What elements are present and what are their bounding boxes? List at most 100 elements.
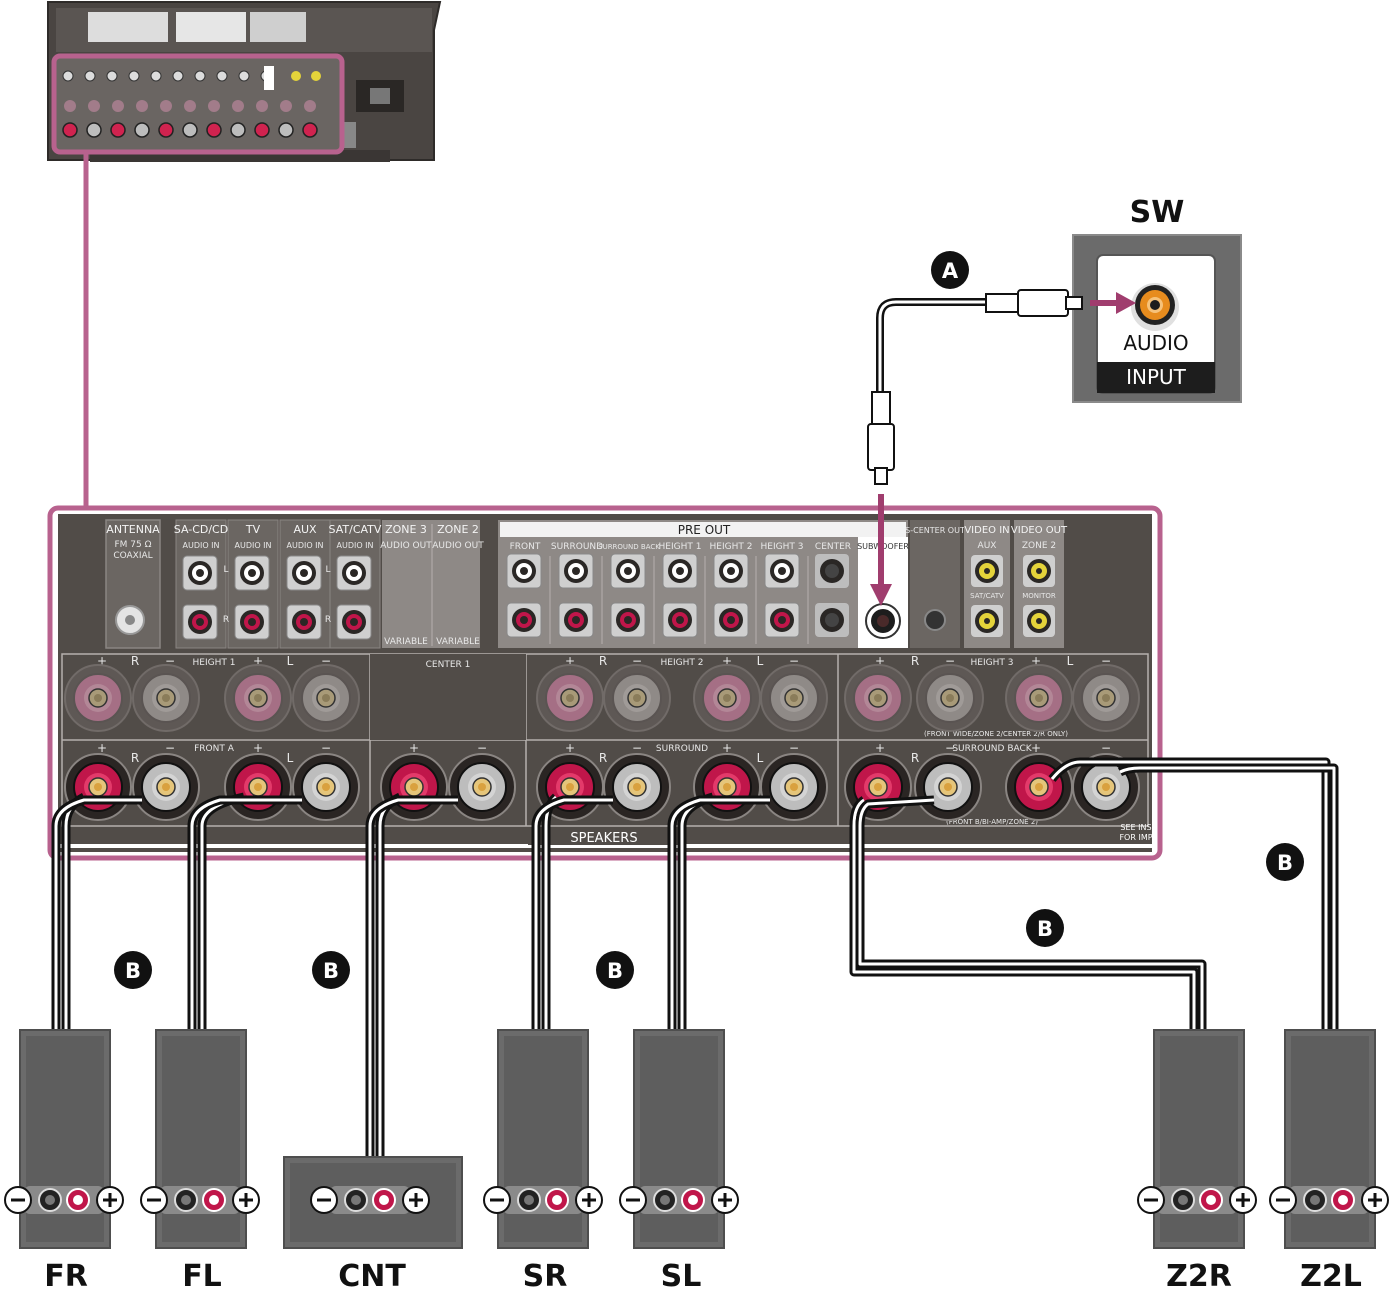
- audio-in-jack-l[interactable]: [182, 555, 218, 591]
- speaker-label: CNT: [338, 1259, 406, 1294]
- svg-text:AUDIO IN: AUDIO IN: [286, 541, 323, 550]
- speaker-terminal-positive[interactable]: [66, 1188, 90, 1212]
- thumb-rca: [106, 70, 118, 82]
- thumb-rca: [128, 70, 140, 82]
- antenna-label: ANTENNA: [106, 523, 160, 536]
- pre-out-jack-r[interactable]: [764, 602, 800, 638]
- video-jack[interactable]: [1023, 555, 1055, 587]
- svg-text:AUX: AUX: [978, 541, 997, 551]
- height-terminal[interactable]: [844, 664, 912, 732]
- speaker-label: Z2L: [1300, 1259, 1362, 1294]
- minus-sign-icon: [1137, 1186, 1165, 1214]
- speaker-terminal-positive[interactable]: [681, 1188, 705, 1212]
- speaker-terminal-positive[interactable]: [372, 1188, 396, 1212]
- svg-text:SURROUND BACK: SURROUND BACK: [598, 543, 660, 551]
- terminal-sign: +: [565, 654, 575, 668]
- audio-in-group-label: SA-CD/CD: [174, 523, 228, 536]
- speaker-terminal-negative[interactable]: [1303, 1188, 1327, 1212]
- speaker-terminal[interactable]: [132, 753, 200, 821]
- pre-out-jack-l[interactable]: [764, 553, 800, 589]
- thumb-rca: [216, 70, 228, 82]
- speaker-terminal[interactable]: [224, 753, 292, 821]
- audio-in-jack-l[interactable]: [286, 555, 322, 591]
- svg-text:L: L: [325, 565, 330, 575]
- speaker-terminal-negative[interactable]: [1171, 1188, 1195, 1212]
- speaker-terminal[interactable]: [693, 753, 761, 821]
- terminal-sign: +: [722, 654, 732, 668]
- terminal-sign: −: [165, 741, 175, 755]
- height-terminal[interactable]: [64, 664, 132, 732]
- subwoofer-title: SW: [1130, 195, 1185, 230]
- svg-text:HEIGHT 2: HEIGHT 2: [661, 658, 704, 668]
- pre-out-jack-l[interactable]: [662, 553, 698, 589]
- pre-out-jack-r[interactable]: [662, 602, 698, 638]
- speaker-terminal[interactable]: [380, 753, 448, 821]
- speaker-fl: FL: [140, 1029, 260, 1294]
- height-terminal[interactable]: [760, 664, 828, 732]
- height-terminal[interactable]: [292, 664, 360, 732]
- svg-text:MONITOR: MONITOR: [1022, 592, 1056, 600]
- pre-out-jack-l[interactable]: [610, 553, 646, 589]
- audio-in-jack-r[interactable]: [286, 604, 322, 640]
- thumb-rca: [62, 70, 74, 82]
- height-terminal[interactable]: [1005, 664, 1073, 732]
- pre-out-jack-r[interactable]: [713, 602, 749, 638]
- subwoofer-out-jack[interactable]: [865, 603, 901, 639]
- speaker-label: SL: [661, 1259, 702, 1294]
- pre-out-jack-r[interactable]: [610, 602, 646, 638]
- video-jack[interactable]: [971, 555, 1003, 587]
- thumb-terminal: [182, 122, 198, 138]
- height-terminal[interactable]: [224, 664, 292, 732]
- speaker-terminal[interactable]: [603, 753, 671, 821]
- pre-out-jack-l[interactable]: [558, 553, 594, 589]
- audio-in-jack-r[interactable]: [234, 604, 270, 640]
- subwoofer-unit: SW AUDIO INPUT: [1072, 195, 1242, 403]
- speaker-terminal[interactable]: [760, 753, 828, 821]
- terminal-sign: −: [321, 654, 331, 668]
- svg-text:HEIGHT 2: HEIGHT 2: [710, 542, 753, 552]
- speaker-terminal-negative[interactable]: [517, 1188, 541, 1212]
- speaker-terminal-positive[interactable]: [1331, 1188, 1355, 1212]
- pre-out-jack-r[interactable]: [558, 602, 594, 638]
- speaker-terminal-positive[interactable]: [202, 1188, 226, 1212]
- speaker-terminal[interactable]: [914, 753, 982, 821]
- height-terminal[interactable]: [1072, 664, 1140, 732]
- speaker-terminal[interactable]: [292, 753, 360, 821]
- audio-in-jack-l[interactable]: [234, 555, 270, 591]
- audio-in-jack-l[interactable]: [336, 555, 372, 591]
- audio-in-jack-r[interactable]: [336, 604, 372, 640]
- speaker-terminal-negative[interactable]: [344, 1188, 368, 1212]
- svg-text:FOR IMP: FOR IMP: [1119, 833, 1152, 842]
- audio-in-jack-r[interactable]: [182, 604, 218, 640]
- terminal-sign: L: [1067, 654, 1074, 668]
- cable-badge-a: A: [931, 251, 969, 289]
- pre-out-jack-l[interactable]: [506, 553, 542, 589]
- terminal-sign: +: [97, 741, 107, 755]
- pre-out-center-jack-2[interactable]: [815, 603, 849, 637]
- pre-out-jack-r[interactable]: [506, 602, 542, 638]
- cable-badge-b: B: [312, 951, 350, 989]
- height-terminal[interactable]: [916, 664, 984, 732]
- svg-text:SURROUND BACK: SURROUND BACK: [952, 744, 1032, 754]
- height-terminal[interactable]: [603, 664, 671, 732]
- svg-text:FRONT A: FRONT A: [194, 744, 235, 754]
- speaker-terminal-positive[interactable]: [545, 1188, 569, 1212]
- cable-badge-b: B: [1266, 843, 1304, 881]
- speaker-terminal[interactable]: [448, 753, 516, 821]
- terminal-sign: +: [875, 654, 885, 668]
- video-jack[interactable]: [971, 605, 1003, 637]
- height-terminal[interactable]: [132, 664, 200, 732]
- speaker-terminal-negative[interactable]: [174, 1188, 198, 1212]
- video-jack[interactable]: [1023, 605, 1055, 637]
- plus-sign-icon: [232, 1186, 260, 1214]
- speaker-terminal-positive[interactable]: [1199, 1188, 1223, 1212]
- speaker-terminal-negative[interactable]: [38, 1188, 62, 1212]
- pre-out-jack-l[interactable]: [713, 553, 749, 589]
- height-terminal[interactable]: [536, 664, 604, 732]
- speaker-terminal-negative[interactable]: [653, 1188, 677, 1212]
- height-terminal[interactable]: [693, 664, 761, 732]
- thumb-terminal: [110, 122, 126, 138]
- thumb-jack: [256, 100, 268, 112]
- pre-out-center-jack[interactable]: [815, 554, 849, 588]
